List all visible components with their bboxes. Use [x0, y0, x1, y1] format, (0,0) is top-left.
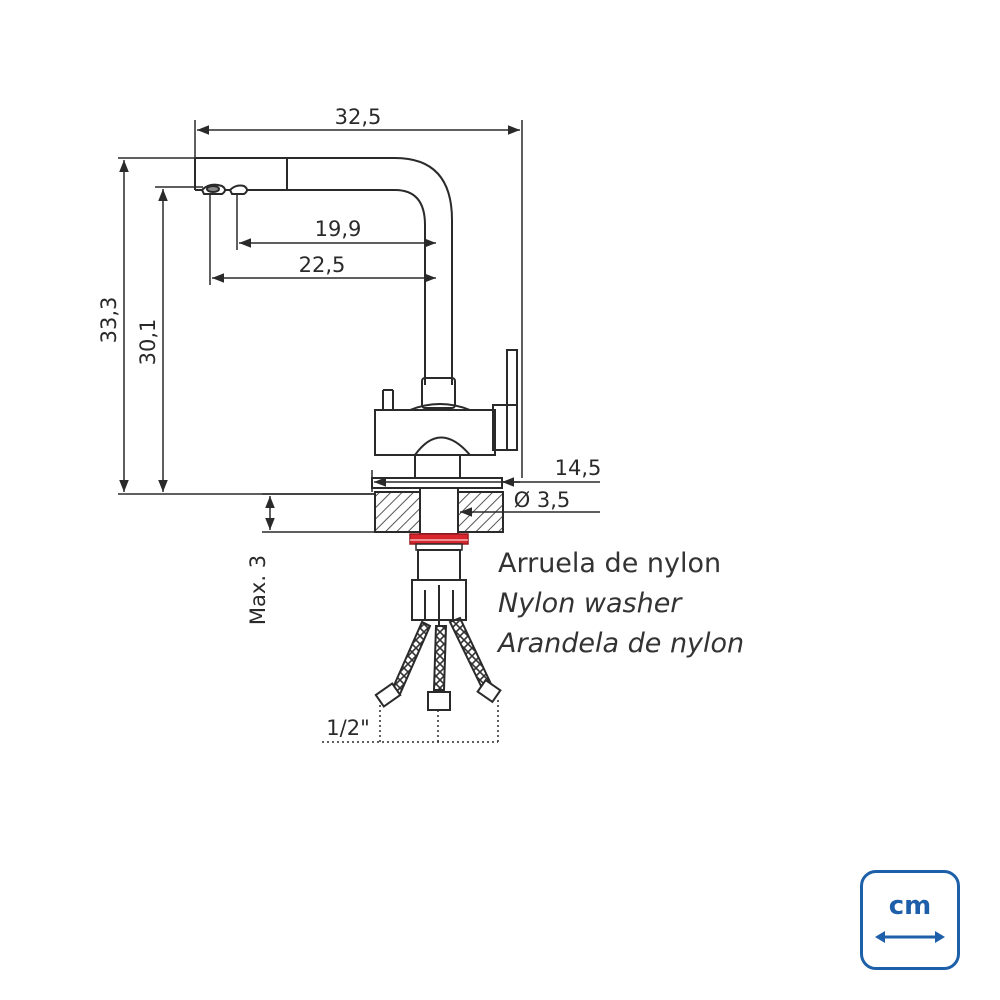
dim-hole-diameter: Ø 3,5	[514, 488, 571, 512]
washer-label-pt: Arruela de nylon	[498, 548, 721, 579]
dim-reach-inner: 19,9	[315, 217, 362, 241]
unit-badge: cm	[860, 870, 960, 970]
dim-body-offset: 14,5	[555, 456, 602, 480]
nylon-washer	[409, 533, 469, 551]
dim-spout-height: 30,1	[136, 319, 160, 366]
dim-connection: 1/2"	[326, 716, 369, 740]
unit-text: cm	[888, 891, 932, 921]
dim-overall-height: 33,3	[97, 297, 121, 344]
double-arrow-icon	[875, 931, 945, 943]
dim-max-thickness: Max. 3	[246, 555, 270, 625]
flexible-hoses	[374, 616, 502, 711]
countertop-section	[374, 487, 504, 535]
washer-label-es: Arandela de nylon	[496, 628, 744, 659]
mounting-nut	[411, 549, 467, 625]
faucet-body	[194, 157, 518, 489]
dimension-lines	[118, 120, 600, 743]
washer-label-en: Nylon washer	[498, 588, 683, 619]
dim-overall-width: 32,5	[335, 105, 382, 129]
dim-reach-outer: 22,5	[299, 253, 346, 277]
